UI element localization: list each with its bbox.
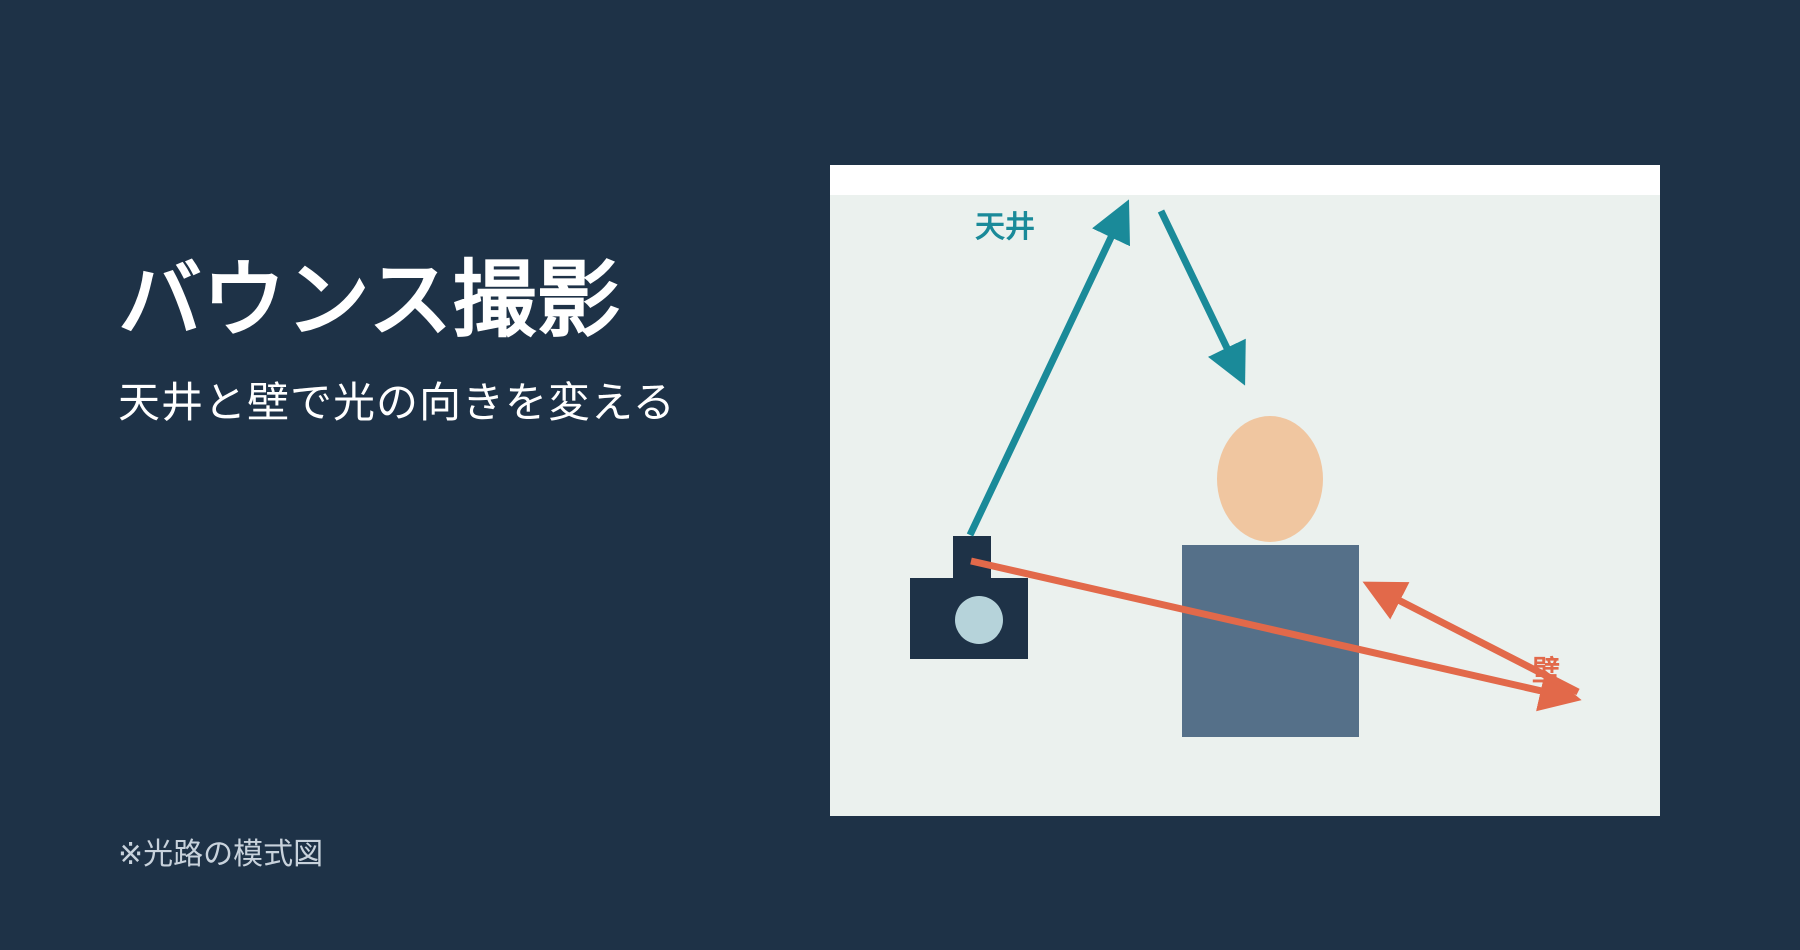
footnote: ※光路の模式図 [118, 837, 324, 872]
camera-icon [910, 536, 1028, 659]
wall-path-back [1362, 581, 1580, 696]
person-figure [1182, 416, 1359, 737]
wall-path-out [970, 557, 1582, 712]
subject-head [1217, 416, 1323, 542]
page-subtitle: 天井と壁で光の向きを変える [118, 378, 676, 427]
wall-label: 壁 [1532, 654, 1560, 687]
ceiling-path-down [1157, 209, 1246, 386]
ceiling-label: 天井 [975, 210, 1035, 245]
ceiling-bar [830, 165, 1660, 195]
ceiling-path-up [966, 199, 1130, 537]
camera-lens [955, 596, 1003, 644]
page-title: バウンス撮影 [118, 251, 621, 349]
